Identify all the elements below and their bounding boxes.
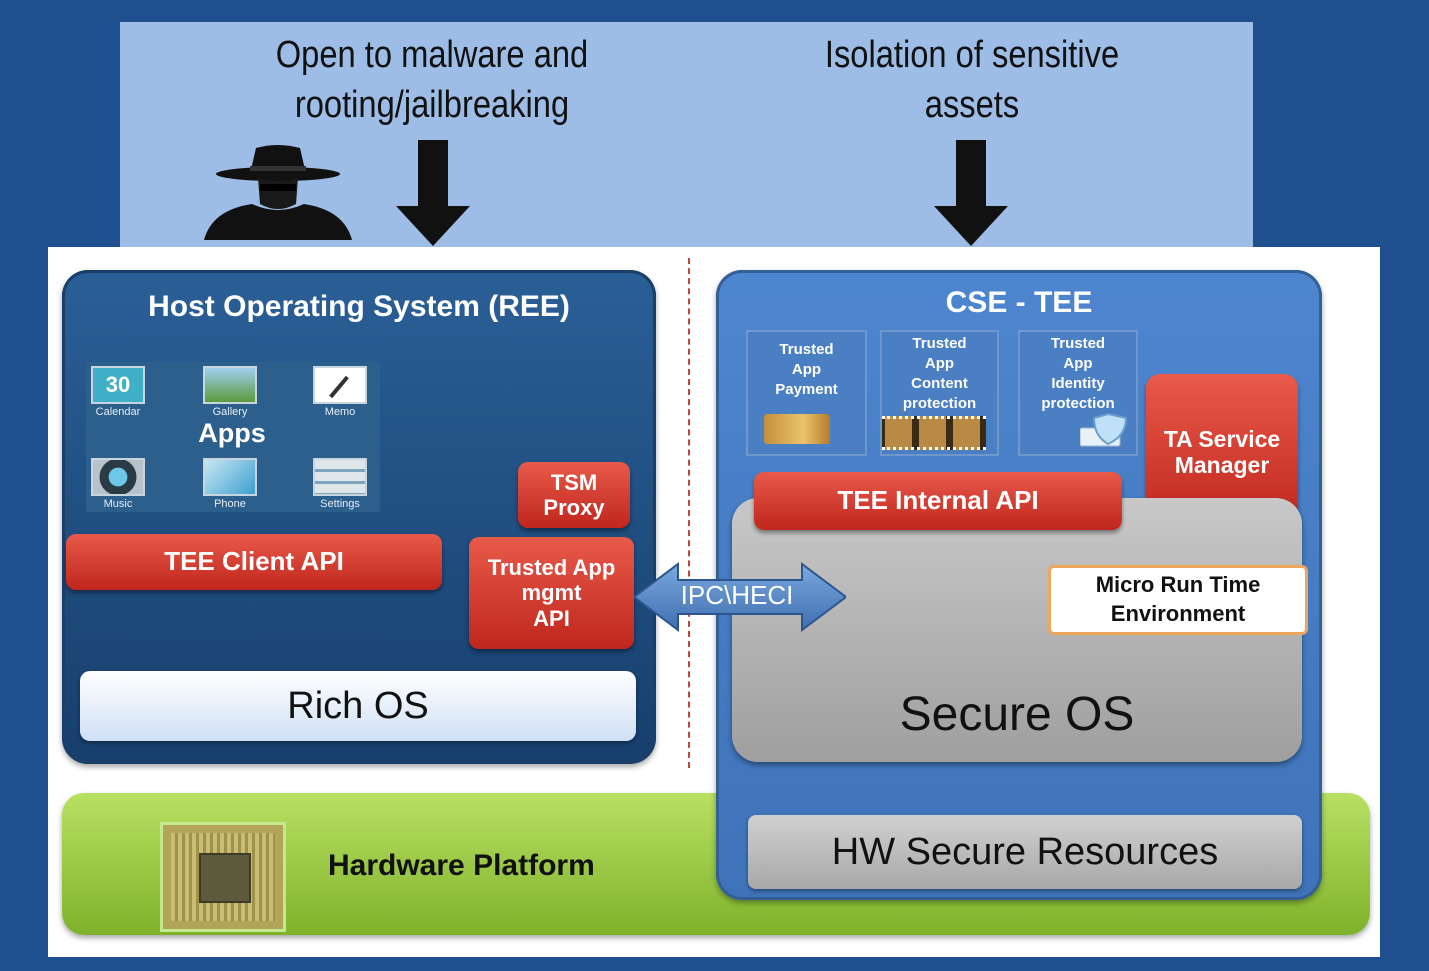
film-strip-icon	[882, 416, 986, 450]
id-shield-icon	[1080, 412, 1128, 447]
ta-payment-line1: Trusted	[779, 341, 834, 358]
malware-down-arrow-icon	[396, 140, 470, 246]
host-os-title: Host Operating System (REE)	[148, 290, 570, 323]
ta-identity-line2: App	[1063, 355, 1093, 372]
malware-caption-line2: rooting/jailbreaking	[294, 84, 570, 126]
ta-payment-line3: Payment	[775, 381, 838, 398]
tee-client-api: TEE Client API	[66, 534, 442, 590]
app-phone[interactable]: Phone	[194, 458, 266, 510]
credit-card-icon	[764, 414, 830, 444]
calendar-icon: 30	[91, 366, 145, 404]
apps-grid: 30 Calendar Gallery Memo Apps Music Phon…	[86, 362, 380, 512]
ipc-heci-label: IPC\HECI	[680, 580, 794, 610]
tsm-proxy-line2: Proxy	[543, 495, 605, 520]
app-gallery-label: Gallery	[212, 406, 248, 418]
gallery-icon	[203, 366, 257, 404]
isolation-boundary	[688, 258, 690, 768]
secure-os-panel: Secure OS	[732, 498, 1302, 762]
malware-caption-line1: Open to malware and	[275, 34, 589, 76]
trusted-app-mgmt-api: Trusted App mgmt API	[469, 537, 634, 649]
ta-manager-line2: Manager	[1174, 452, 1270, 478]
phone-icon	[203, 458, 257, 496]
settings-icon	[313, 458, 367, 496]
mgmt-api-line3: API	[533, 605, 570, 631]
isolation-caption: Isolation of sensitive assets	[783, 30, 1161, 130]
hacker-icon	[204, 145, 352, 240]
ta-manager-line1: TA Service	[1163, 425, 1281, 452]
isolation-caption-line1: Isolation of sensitive	[824, 34, 1120, 76]
tee-internal-api: TEE Internal API	[754, 472, 1122, 530]
mgmt-api-line1: Trusted App	[487, 555, 616, 581]
app-memo-label: Memo	[324, 406, 356, 418]
app-calendar[interactable]: 30 Calendar	[82, 366, 154, 418]
ta-content-line3: Content	[911, 375, 968, 392]
app-music-label: Music	[103, 498, 133, 510]
mrte-line1: Micro Run Time	[1095, 572, 1261, 598]
app-settings-label: Settings	[320, 498, 360, 510]
ta-content-line1: Trusted	[912, 335, 967, 352]
app-gallery[interactable]: Gallery	[194, 366, 266, 418]
malware-caption: Open to malware and rooting/jailbreaking	[243, 30, 621, 130]
rich-os: Rich OS	[80, 671, 636, 741]
app-settings[interactable]: Settings	[304, 458, 376, 510]
app-phone-label: Phone	[214, 498, 246, 510]
ta-content-line2: App	[924, 355, 955, 372]
cpu-chip-icon	[160, 822, 286, 932]
ta-identity-line4: protection	[1041, 395, 1115, 412]
ta-content-line4: protection	[902, 395, 977, 412]
ta-identity-line1: Trusted	[1050, 335, 1106, 352]
isolation-caption-line2: assets	[924, 84, 1020, 126]
cse-tee-title: CSE - TEE	[945, 286, 1093, 319]
app-memo[interactable]: Memo	[304, 366, 376, 418]
music-icon	[91, 458, 145, 496]
app-music[interactable]: Music	[82, 458, 154, 510]
hw-secure-resources: HW Secure Resources	[748, 815, 1302, 889]
secure-os-label: Secure OS	[899, 688, 1135, 741]
ipc-double-arrow-icon	[634, 562, 846, 632]
ta-payment-line2: App	[791, 361, 822, 378]
tsm-proxy-line1: TSM	[550, 469, 598, 495]
memo-icon	[313, 366, 367, 404]
apps-label: Apps	[198, 418, 266, 448]
mgmt-api-line2: mgmt	[521, 580, 582, 606]
hardware-label: Hardware Platform	[328, 849, 595, 882]
app-calendar-label: Calendar	[95, 406, 141, 418]
ta-identity-line3: Identity	[1051, 375, 1105, 392]
isolation-down-arrow-icon	[934, 140, 1008, 246]
mrte-line2: Environment	[1110, 601, 1246, 626]
